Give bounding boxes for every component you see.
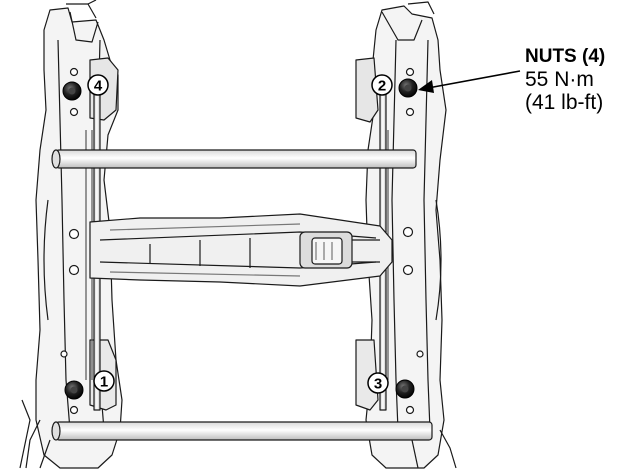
torque-callout: NUTS (4) 55 N·m (41 lb-ft) <box>525 46 605 114</box>
marker-2: 2 <box>371 74 393 96</box>
torque-imperial: (41 lb-ft) <box>525 91 604 114</box>
marker-4-label: 4 <box>94 78 103 95</box>
center-adjuster-mechanism <box>68 213 414 287</box>
marker-4: 4 <box>87 74 109 96</box>
frame-rivets <box>60 67 424 415</box>
leader-arrow <box>418 70 521 93</box>
lower-cross-tube <box>51 421 433 441</box>
nut-1 <box>64 380 84 400</box>
marker-2-label: 2 <box>378 78 386 95</box>
upper-cross-tube <box>51 149 417 169</box>
nut-4 <box>62 81 82 101</box>
marker-3-label: 3 <box>374 376 382 393</box>
marker-3: 3 <box>367 372 389 394</box>
torque-metric: 55 N·m <box>525 68 594 91</box>
marker-1-label: 1 <box>100 374 108 391</box>
callout-title: NUTS (4) <box>525 46 606 67</box>
nut-2 <box>398 78 418 98</box>
nut-3 <box>395 379 415 399</box>
marker-1: 1 <box>93 370 115 392</box>
